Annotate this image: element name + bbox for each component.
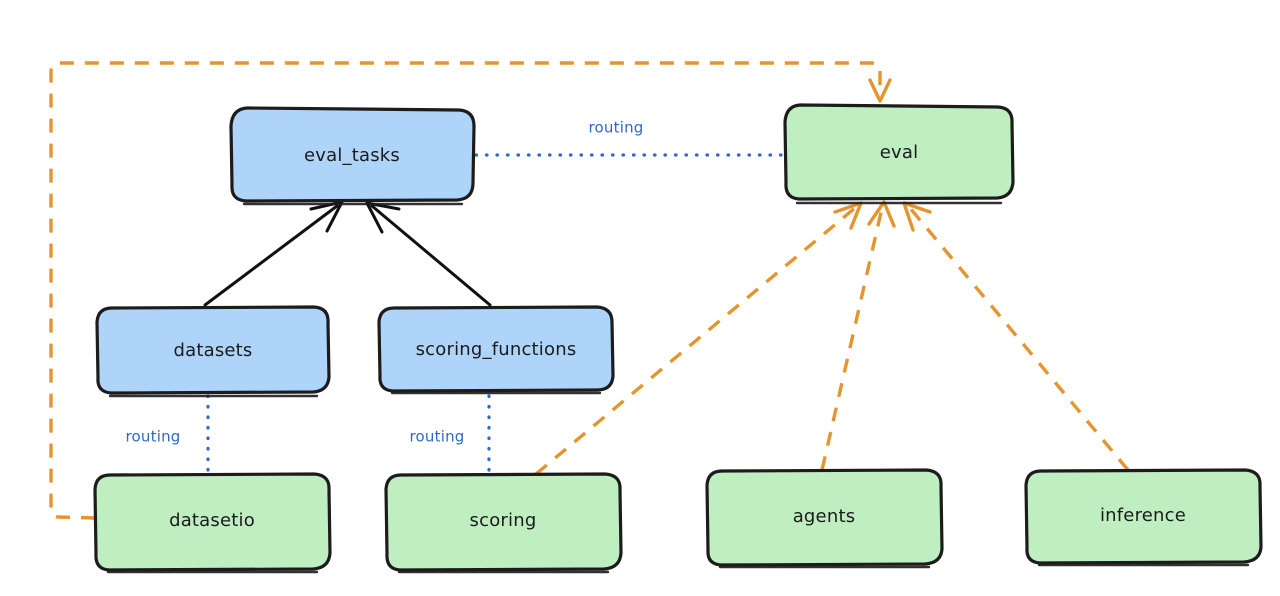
node-agents[interactable]: agents [705,468,944,569]
node-label-scoring-functions: scoring_functions [416,339,577,360]
node-label-datasetio: datasetio [169,510,255,531]
node-label-inference: inference [1100,505,1186,526]
node-label-agents: agents [793,506,856,527]
edge-agents-to-eval [820,200,896,471]
node-eval[interactable]: eval [783,103,1015,205]
edge-scoring-functions-to-scoring: routing [410,394,491,474]
edge-label-routing-scoring-functions: routing [410,428,465,446]
node-inference[interactable]: inference [1024,468,1263,567]
node-scoring-functions[interactable]: scoring_functions [377,305,615,395]
edge-datasetio-to-eval [49,61,892,520]
node-datasetio[interactable]: datasetio [93,472,332,574]
edge-eval-tasks-to-eval: routing [474,119,785,157]
node-datasets[interactable]: datasets [95,305,331,398]
node-label-eval-tasks: eval_tasks [304,145,400,166]
node-label-scoring: scoring [470,510,537,531]
edge-datasets-to-eval-tasks [203,200,344,307]
node-label-datasets: datasets [173,340,252,361]
edge-label-routing-datasets: routing [126,428,181,446]
node-eval-tasks[interactable]: eval_tasks [229,106,476,206]
edge-inference-to-eval [902,201,1130,472]
edge-scoring-functions-to-eval-tasks [365,201,492,307]
node-scoring[interactable]: scoring [384,472,623,574]
edge-datasets-to-datasetio: routing [126,394,210,474]
node-label-eval: eval [880,142,919,163]
edge-label-routing-eval-tasks: routing [589,119,644,137]
